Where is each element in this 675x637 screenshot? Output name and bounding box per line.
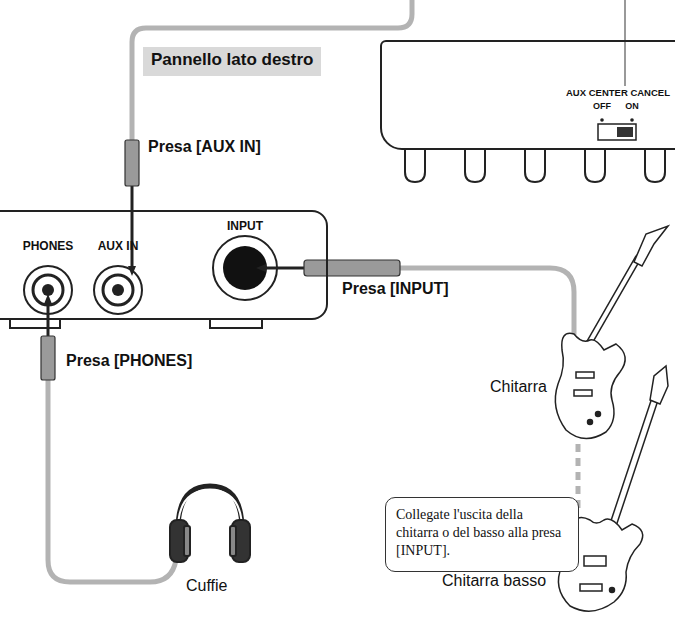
headphones [170, 486, 250, 562]
leader-line [624, 0, 625, 86]
instrument-dash [576, 444, 581, 508]
panel-heading-band: Pannello lato destro [143, 47, 321, 76]
jack-label: Presa [AUX IN] [148, 138, 261, 156]
cables [48, 0, 574, 582]
front-panel-housing: PHONES AUX IN INPUT [0, 210, 328, 320]
node-text: Pannello lato destro [151, 49, 313, 71]
panel-label: ON [625, 102, 639, 112]
note-box: Collegate l'uscita della chitarra o del … [385, 497, 579, 572]
phones-plug [41, 294, 55, 380]
aux-plug [125, 140, 139, 276]
panel-label: INPUT [227, 220, 263, 233]
panel-label: PHONES [23, 240, 74, 253]
panel-label: OFF [593, 102, 611, 112]
jack-label: Presa [PHONES] [66, 352, 192, 370]
part-label: Chitarra [490, 378, 547, 396]
panel-label: AUX CENTER CANCEL [566, 88, 670, 98]
input-plug [256, 260, 400, 276]
side-panel-housing: AUX CENTER CANCEL OFF ON [380, 40, 675, 150]
jack-label: Presa [INPUT] [342, 280, 449, 298]
panel-feet [405, 150, 665, 182]
bass-guitar [558, 366, 668, 611]
part-label: Chitarra basso [442, 572, 546, 590]
part-label: Cuffie [186, 577, 228, 595]
node-text: Collegate l'uscita della chitarra o del … [396, 506, 568, 560]
center-cancel-switch [598, 118, 636, 140]
panel-label: AUX IN [98, 240, 139, 253]
